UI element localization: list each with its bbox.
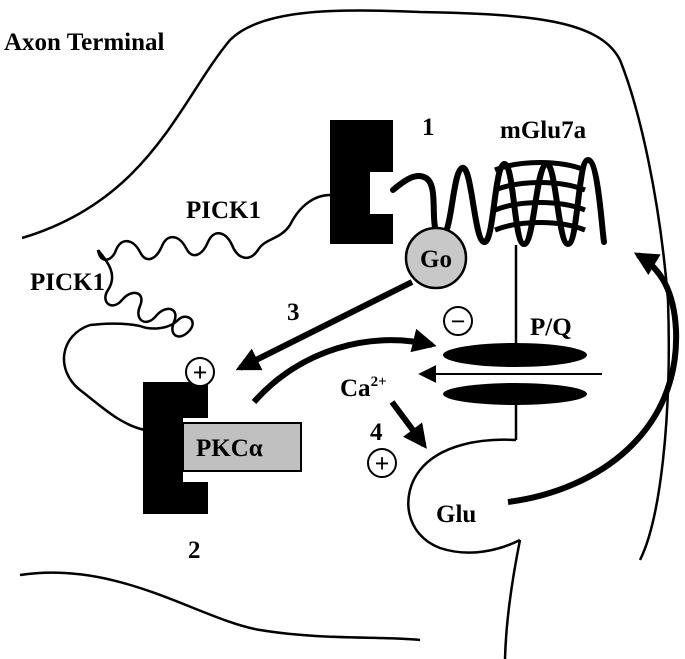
label-step-1: 1 bbox=[422, 114, 435, 141]
vesicle-stalk-lower bbox=[503, 539, 522, 659]
label-mglu7a: mGlu7a bbox=[500, 117, 587, 144]
label-pq: P/Q bbox=[530, 314, 572, 341]
plus-symbol-pkc bbox=[185, 357, 215, 387]
terminal-membrane-lower bbox=[19, 571, 421, 642]
pick1-upper-chain bbox=[96, 193, 331, 261]
label-ca: Ca bbox=[340, 375, 371, 402]
plus-sign-pkc: + bbox=[193, 358, 208, 387]
label-step-4: 4 bbox=[370, 419, 383, 446]
label-ca-charge: 2+ bbox=[371, 374, 387, 390]
pkc-alpha-box bbox=[182, 422, 302, 472]
label-pick1-upper: PICK1 bbox=[186, 197, 261, 224]
label-ca-ion: Ca2+ bbox=[340, 374, 387, 402]
pick1-lower-chain bbox=[89, 249, 194, 338]
label-go: Go bbox=[420, 246, 452, 273]
label-step-3: 3 bbox=[287, 299, 300, 326]
label-pkc-isoform: α bbox=[249, 435, 263, 462]
pick1-pkc-membrane-loop bbox=[62, 323, 146, 432]
plus-symbol-release bbox=[367, 448, 397, 478]
label-glu: Glu bbox=[436, 501, 476, 528]
minus-sign-channel: − bbox=[451, 307, 466, 336]
go-to-pkc-arrow bbox=[235, 279, 414, 371]
title-axon-terminal: Axon Terminal bbox=[4, 29, 165, 56]
label-pick1-lower: PICK1 bbox=[30, 269, 105, 296]
glu-feedback-arrow bbox=[507, 252, 680, 505]
label-step-2: 2 bbox=[188, 537, 201, 564]
pkc-scaffold-block bbox=[143, 382, 208, 514]
pq-channel-lower bbox=[443, 383, 587, 405]
label-pkc: PKC bbox=[196, 435, 249, 462]
minus-symbol-channel bbox=[443, 306, 473, 336]
receptor-scaffold-block bbox=[330, 120, 393, 244]
pq-channel-upper bbox=[443, 343, 587, 367]
glu-vesicle bbox=[407, 438, 521, 554]
terminal-membrane-upper bbox=[21, 9, 671, 561]
plus-sign-release: + bbox=[375, 449, 390, 478]
pkc-to-channel-arrow bbox=[251, 328, 437, 404]
label-pkc-alpha: PKCα bbox=[196, 435, 263, 462]
mglu7a-coil-loops bbox=[494, 160, 586, 233]
go-protein-circle bbox=[404, 226, 468, 290]
ca-to-release-arrow bbox=[389, 400, 427, 449]
